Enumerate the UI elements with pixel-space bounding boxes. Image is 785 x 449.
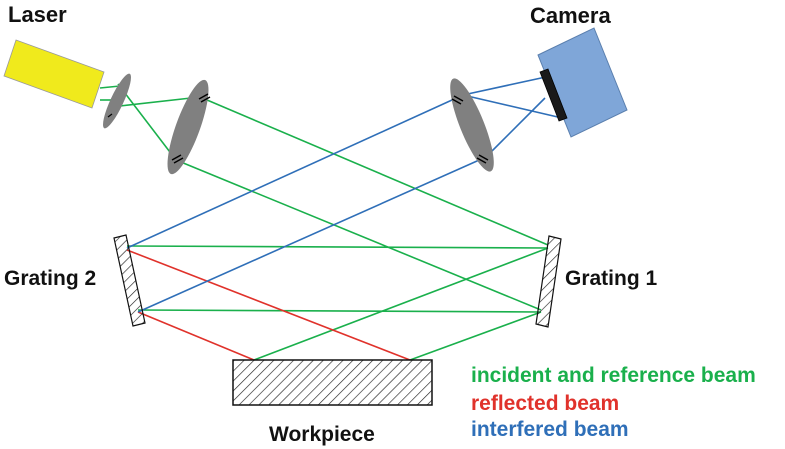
right-mirror (450, 78, 494, 172)
camera-label: Camera (530, 3, 611, 28)
workpiece-block (232, 359, 433, 406)
legend-incident-beam: incident and reference beam (471, 364, 756, 387)
reflected-beam-lower (137, 311, 255, 361)
reflected-beam-upper (126, 249, 411, 361)
beam-lens-to-mirror-lower (117, 83, 177, 161)
interfered-beam-to-sensor (462, 94, 563, 119)
beam-grating1-to-grating2-lower (137, 309, 542, 313)
collimating-lens (103, 73, 131, 129)
grating-1 (535, 235, 562, 328)
camera-sensor (539, 68, 568, 122)
interfered-beams (126, 74, 563, 313)
workpiece-label: Workpiece (269, 423, 375, 446)
legend-interfered-beam: interfered beam (471, 418, 629, 441)
beam-grating1-to-grating2-upper (126, 245, 549, 249)
interfered-beam-upper (126, 94, 464, 249)
reflected-beams (126, 249, 411, 361)
grating-2 (113, 234, 146, 327)
laser-label: Laser (8, 2, 67, 27)
beam-mirror-to-grating1-upper (199, 96, 549, 246)
incident-reference-beams (99, 83, 549, 361)
grating-2-label: Grating 2 (4, 267, 97, 290)
beam-grating1-to-workpiece-right (409, 311, 542, 361)
laser-device (3, 39, 105, 109)
beam-laser-to-lens-upper (99, 85, 121, 89)
interfered-beam-to-camera-lower (485, 97, 546, 158)
interfered-beam-lower (137, 156, 487, 313)
beam-mirror-to-grating1-lower (175, 159, 542, 311)
grating-1-label: Grating 1 (565, 267, 658, 290)
camera-device (537, 27, 628, 138)
interfered-beam-to-camera-upper (462, 74, 556, 96)
left-mirror (167, 79, 211, 175)
legend-reflected-beam: reflected beam (471, 392, 620, 415)
beam-grating1-to-workpiece-left (253, 247, 549, 361)
